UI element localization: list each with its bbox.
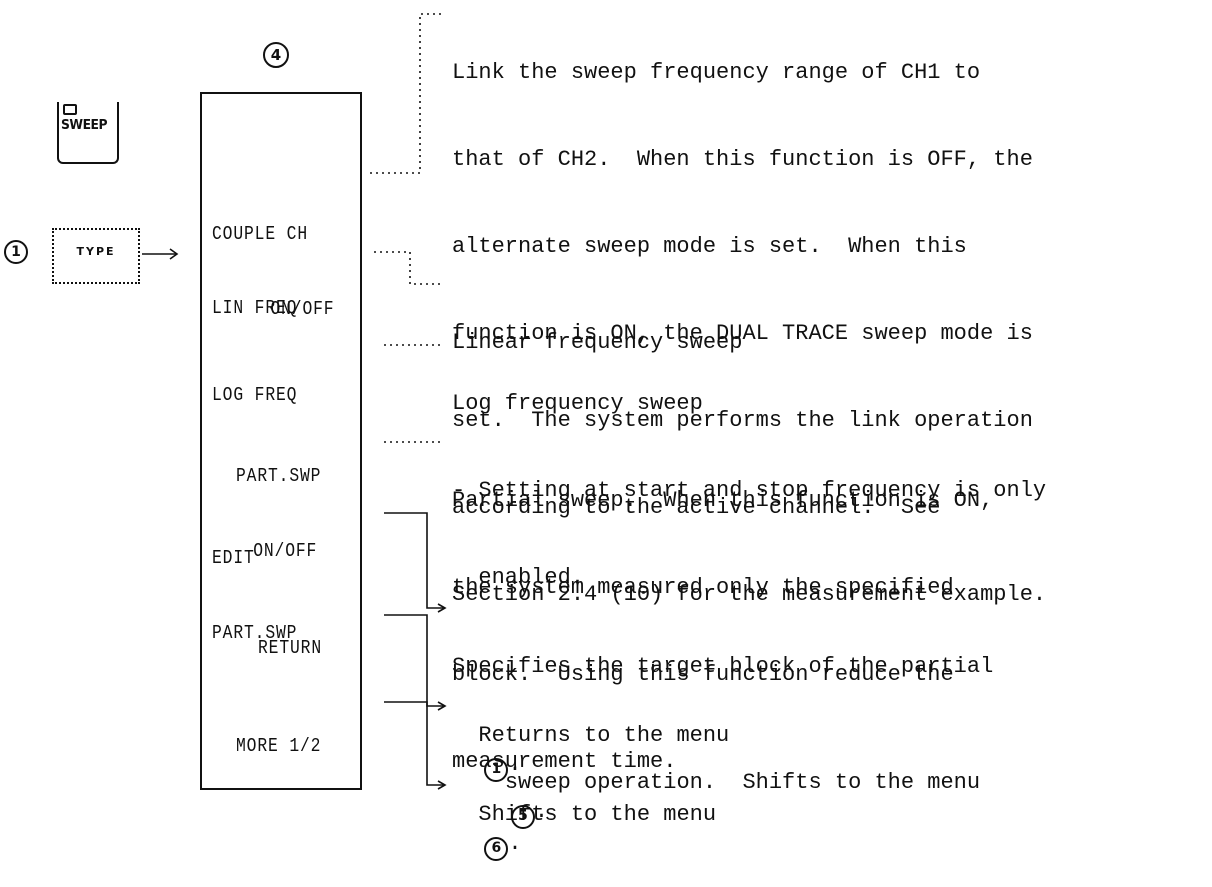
softkey-couple-ch[interactable]: COUPLE CH ON/OFF	[212, 223, 335, 320]
softkey-edit-part-swp[interactable]: EDIT PART.SWP	[212, 547, 298, 644]
sweep-hardkey[interactable]: SWEEP	[57, 102, 119, 164]
description-more: Shifts to the menu 6.	[452, 771, 716, 861]
description-return: Returns to the menu 1.	[452, 692, 729, 782]
softkey-part-swp[interactable]: PART.SWP ON/OFF	[236, 465, 322, 562]
connector-lines	[142, 13, 447, 790]
softkey-return[interactable]: RETURN	[258, 637, 323, 659]
description-couple-ch: Link the sweep frequency range of CH1 to…	[452, 60, 1047, 607]
description-log-freq: Log frequency sweep - Setting at start a…	[452, 391, 1047, 590]
softkey-lin-freq[interactable]: LIN FREQ	[212, 297, 298, 319]
menu-number-1: 1	[4, 240, 28, 264]
description-part-swp: Partial sweep. When this function is ON,…	[452, 488, 994, 774]
menu-number-4: 4	[263, 42, 289, 68]
softkey-more[interactable]: MORE 1/2	[236, 735, 322, 757]
sweep-key-label: SWEEP	[61, 118, 108, 133]
menu-ref-1: 1	[484, 757, 509, 782]
menu-ref-6: 6	[484, 836, 509, 861]
description-lin-freq: Linear frequency sweep	[452, 330, 743, 355]
led-indicator-icon	[63, 104, 77, 115]
softkey-log-freq[interactable]: LOG FREQ	[212, 384, 298, 406]
type-key-label: TYPE	[76, 245, 116, 258]
softkey-menu-box	[200, 92, 362, 790]
description-edit-part-swp: Specifies the target block of the partia…	[452, 594, 993, 887]
type-softkey[interactable]: TYPE	[52, 228, 140, 284]
